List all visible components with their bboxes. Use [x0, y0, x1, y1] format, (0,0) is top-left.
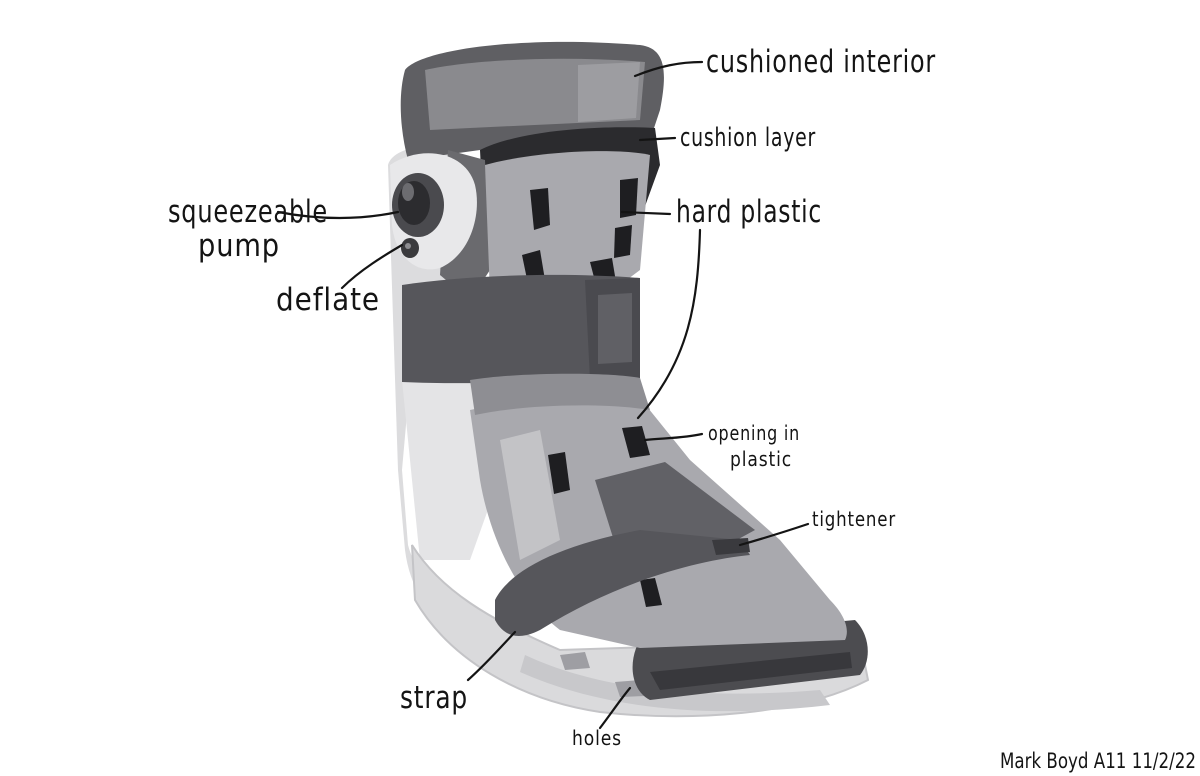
label-holes: holes — [572, 726, 622, 750]
label-cushion-layer: cushion layer — [680, 123, 816, 153]
leader-holes — [598, 686, 632, 730]
label-pump: pump — [198, 228, 280, 264]
outer-shell — [388, 146, 520, 645]
opening-slot-3 — [640, 578, 662, 607]
leader-hard-plastic — [620, 210, 672, 216]
label-tightener: tightener — [812, 507, 896, 531]
label-strap: strap — [400, 680, 468, 716]
tightener-detail — [712, 538, 750, 555]
labels: cushioned interior cushion layer squeeze… — [168, 44, 1196, 773]
hole-1 — [560, 652, 590, 670]
label-opening-in: opening in — [708, 421, 800, 445]
leader-hard-plastic-down — [636, 228, 702, 420]
upper-strap-loop — [598, 293, 632, 364]
sole-holes-band — [520, 655, 830, 712]
label-hard-plastic: hard plastic — [676, 194, 822, 230]
lower-strap — [495, 530, 750, 636]
leader-squeezeable-pump — [276, 210, 400, 220]
upper-strap — [402, 274, 640, 384]
label-cushioned-interior: cushioned interior — [706, 44, 936, 80]
leader-tightener — [738, 522, 810, 547]
lower-shell-highlight — [500, 430, 560, 560]
opening-slot-2 — [622, 426, 650, 458]
opening-slot-1 — [548, 452, 570, 494]
label-deflate: deflate — [276, 282, 380, 318]
plastic-slot-1 — [530, 188, 550, 230]
leader-deflate — [340, 243, 404, 290]
deflate-button-highlight — [405, 243, 411, 249]
liner-cushion-detail — [578, 62, 640, 122]
leader-cushion-layer — [638, 136, 677, 142]
leader-lines — [276, 60, 810, 730]
toe-insert — [650, 652, 852, 690]
label-squeezeable: squeezeable — [168, 194, 328, 230]
plastic-slot-5 — [614, 225, 632, 258]
leader-cushioned-interior — [633, 60, 704, 78]
shin-guard-lip — [470, 373, 650, 415]
label-plastic: plastic — [730, 447, 792, 471]
artist-signature: Mark Boyd A11 11/2/22 — [1000, 749, 1196, 773]
plastic-slot-2 — [620, 178, 638, 218]
leader-opening-in-plastic — [643, 432, 704, 442]
pump-knob-highlight — [402, 183, 414, 201]
walking-boot-illustration — [388, 41, 870, 718]
leader-strap — [466, 630, 517, 682]
